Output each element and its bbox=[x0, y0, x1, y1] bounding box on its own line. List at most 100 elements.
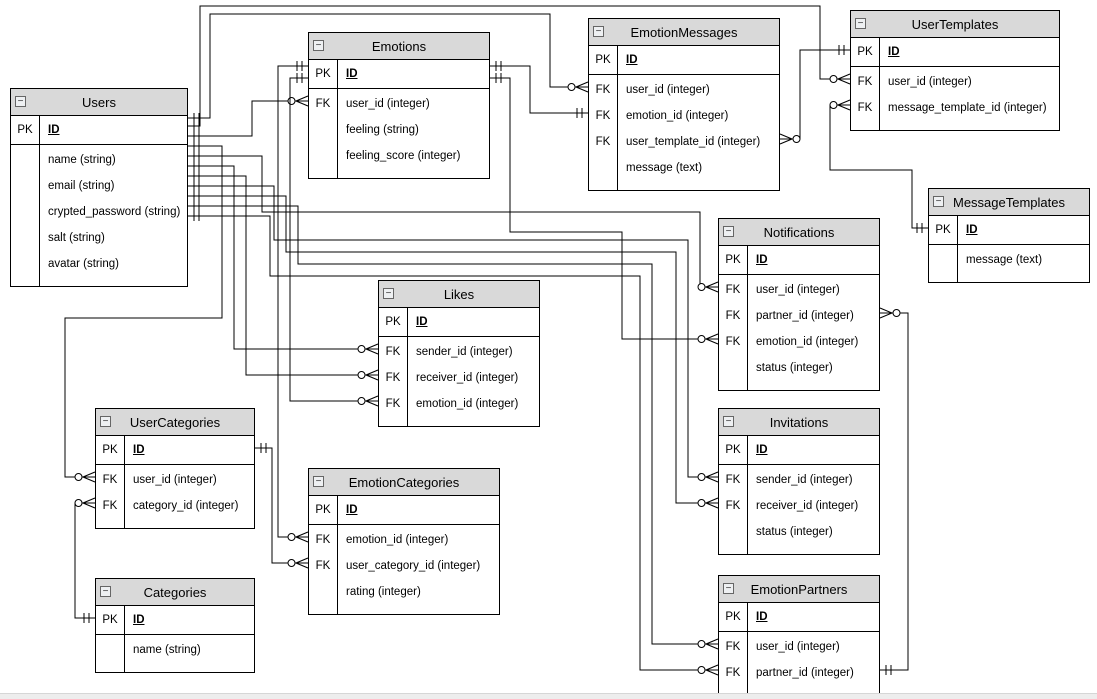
relationship-users-id--notifications-user-id bbox=[188, 151, 719, 293]
pk-key-label: PK bbox=[851, 38, 880, 66]
collapse-icon[interactable]: − bbox=[933, 196, 944, 207]
collapse-icon[interactable]: − bbox=[593, 26, 604, 37]
attributes-section: name (string) email (string) crypted_passw… bbox=[11, 145, 187, 286]
attr-field-name: name (string) bbox=[48, 154, 116, 166]
window-bottom-edge bbox=[0, 693, 1097, 699]
fk-key-label: FK bbox=[725, 474, 741, 486]
relationship-user-templates-id--emotion-messages-user-template-id bbox=[779, 45, 850, 145]
pk-key-label: PK bbox=[96, 436, 125, 464]
attr-field-feeling: feeling (string) bbox=[346, 124, 419, 136]
collapse-icon[interactable]: − bbox=[313, 476, 324, 487]
collapse-icon[interactable]: − bbox=[100, 586, 111, 597]
pk-field-name: ID bbox=[966, 224, 978, 236]
table-header-notifications[interactable]: − Notifications bbox=[719, 219, 879, 246]
attr-field-crypted-password: crypted_password (string) bbox=[48, 206, 181, 218]
pk-row-id: PK ID bbox=[719, 246, 879, 275]
table-title: UserCategories bbox=[129, 414, 221, 430]
collapse-icon[interactable]: − bbox=[383, 288, 394, 299]
fk-key-label: FK bbox=[857, 102, 873, 114]
table-header-emotion-messages[interactable]: −EmotionMessages bbox=[589, 19, 779, 46]
pk-key-label: PK bbox=[11, 116, 40, 144]
table-header-likes[interactable]: −Likes bbox=[379, 281, 539, 308]
fk-key-label: FK bbox=[725, 310, 741, 322]
table-header-emotions[interactable]: −Emotions bbox=[309, 33, 489, 60]
collapse-icon[interactable]: − bbox=[100, 416, 111, 427]
attr-key-column bbox=[96, 635, 125, 672]
relationship-users-id--invitations-sender-id bbox=[188, 181, 719, 483]
table-title: UserTemplates bbox=[911, 16, 999, 32]
table-header-categories[interactable]: − Categories bbox=[96, 579, 254, 606]
attr-field-sender-id: sender_id (integer) bbox=[416, 346, 513, 358]
relationship-users-id--likes-receiver-id bbox=[188, 171, 379, 381]
collapse-icon[interactable]: − bbox=[313, 40, 324, 51]
table-header-invitations[interactable]: − Invitations bbox=[719, 409, 879, 436]
pk-key-label: PK bbox=[309, 496, 338, 524]
collapse-icon[interactable]: − bbox=[855, 18, 866, 29]
table-title: EmotionPartners bbox=[750, 581, 848, 597]
fk-key-label: FK bbox=[595, 136, 611, 148]
attr-key-empty bbox=[11, 147, 39, 173]
attr-key-empty bbox=[719, 355, 747, 381]
attr-key-column bbox=[11, 145, 40, 286]
pk-field-name: ID bbox=[626, 54, 638, 66]
attr-name-column: emotion_id (integer)user_category_id (in… bbox=[338, 525, 499, 614]
table-header-message-templates[interactable]: −MessageTemplates bbox=[929, 189, 1089, 216]
collapse-icon[interactable]: − bbox=[723, 226, 734, 237]
relationship-users-id--user-categories-user-id bbox=[64, 141, 223, 483]
table-header-user-categories[interactable]: − UserCategories bbox=[96, 409, 254, 436]
fk-key-label: FK bbox=[857, 76, 873, 88]
table-header-emotion-categories[interactable]: −EmotionCategories bbox=[309, 469, 499, 496]
attr-key-empty bbox=[589, 155, 617, 181]
pk-key-label: PK bbox=[719, 246, 748, 274]
attr-field-email: email (string) bbox=[48, 180, 115, 192]
table-title: Invitations bbox=[769, 414, 829, 430]
attr-field-message-template-id: message_template_id (integer) bbox=[888, 102, 1047, 114]
attr-field-sender-id: sender_id (integer) bbox=[756, 474, 853, 486]
attr-field-emotion-id: emotion_id (integer) bbox=[346, 534, 449, 546]
table-header-users[interactable]: −Users bbox=[11, 89, 187, 116]
table-title: Categories bbox=[143, 584, 207, 600]
pk-key-label: PK bbox=[309, 60, 338, 88]
attr-name-column: sender_id (integer)receiver_id (integer)… bbox=[748, 465, 879, 554]
attr-key-empty bbox=[11, 225, 39, 251]
collapse-icon[interactable]: − bbox=[723, 583, 734, 594]
attr-key-empty bbox=[11, 199, 39, 225]
collapse-icon[interactable]: − bbox=[723, 416, 734, 427]
table-title: MessageTemplates bbox=[953, 194, 1065, 210]
relationship-users-id--user-templates-user-id bbox=[188, 5, 851, 131]
collapse-icon[interactable]: − bbox=[15, 96, 26, 107]
attr-key-empty bbox=[309, 579, 337, 605]
fk-key-label: FK bbox=[725, 641, 741, 653]
table-header-emotion-partners[interactable]: − EmotionPartners bbox=[719, 576, 879, 603]
pk-key-label: PK bbox=[96, 606, 125, 634]
pk-key-label: PK bbox=[719, 436, 748, 464]
fk-key-label: FK bbox=[385, 346, 401, 358]
pk-field-name: ID bbox=[756, 254, 768, 266]
table-header-user-templates[interactable]: − UserTemplates bbox=[851, 11, 1059, 38]
table-title: Notifications bbox=[763, 224, 835, 240]
attr-name-column: user_id (integer)partner_id (integer)emo… bbox=[748, 275, 879, 390]
attr-field-user-id: user_id (integer) bbox=[346, 98, 430, 110]
